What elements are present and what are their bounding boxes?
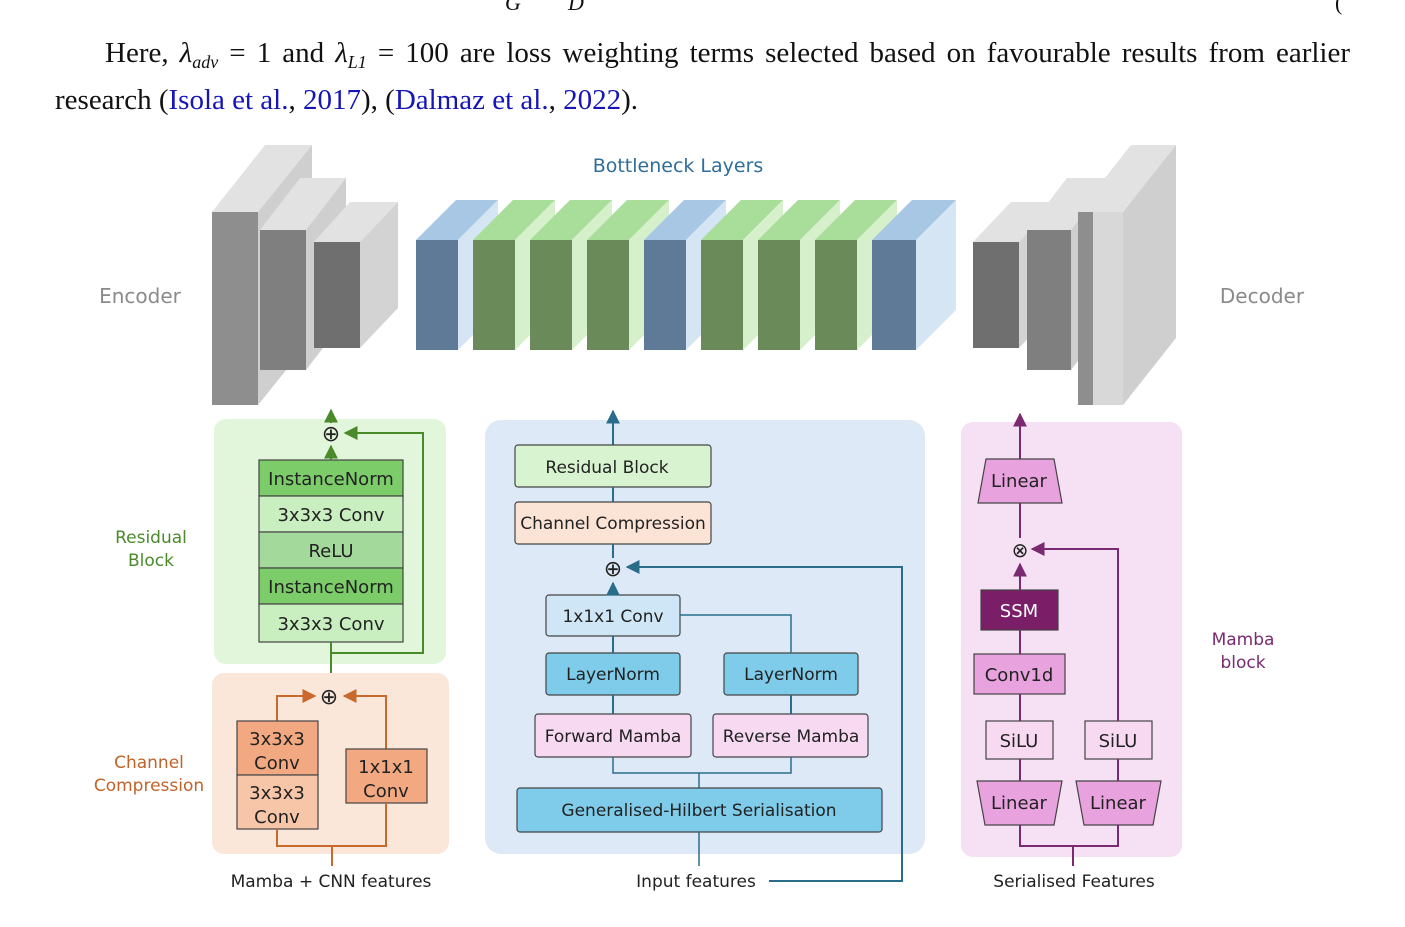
res-layer-label: 3x3x3 Conv (277, 505, 384, 526)
bn-layernorm-right-label: LayerNorm (744, 665, 838, 685)
citation-isola-year[interactable]: 2017 (302, 84, 361, 116)
lambda-l1-subscript: L1 (347, 52, 367, 72)
citation-isola-authors[interactable]: Isola et al. (168, 84, 289, 116)
mamba-silu-left-label: SiLU (1000, 731, 1039, 752)
bn-forward-mamba-label: Forward Mamba (545, 727, 682, 747)
bn-layernorm-left-label: LayerNorm (566, 665, 660, 685)
mamba-linear-left (976, 780, 1063, 826)
mamba-linear-left-label: Linear (991, 793, 1048, 814)
bottleneck-title: Bottleneck Layers (593, 155, 764, 177)
bn-caption: Input features (636, 872, 756, 892)
bn-residual-block-label: Residual Block (545, 458, 668, 478)
mamba-multiply-icon: ⊗ (1012, 538, 1029, 562)
res-layer-label: InstanceNorm (268, 469, 394, 490)
mamba-conv1d (973, 653, 1066, 695)
compression-conv-b-line1: 3x3x3 (249, 783, 305, 804)
mamba-linear-right (1075, 780, 1162, 826)
citation-dalmaz-authors[interactable]: Dalmaz et al. (394, 84, 549, 116)
mamba-ssm (980, 589, 1059, 631)
encoder-label: Encoder (99, 284, 182, 308)
citation-dalmaz-year[interactable]: 2022 (563, 84, 622, 116)
compression-conv-c-line2: Conv (363, 781, 409, 802)
equation-number-fragment: ( (1335, 0, 1343, 15)
mamba-linear-right-label: Linear (1090, 793, 1147, 814)
res-layer-relu (258, 531, 404, 569)
residual-side-label-2: Block (128, 551, 174, 571)
compression-add-icon: ⊕ (320, 685, 338, 710)
bottleneck-layers (416, 200, 956, 350)
mamba-silu-right-label: SiLU (1099, 731, 1138, 752)
bn-serialisation-label: Generalised-Hilbert Serialisation (561, 801, 836, 821)
compression-conv-c-line1: 1x1x1 (358, 757, 414, 778)
compression-caption: Mamba + CNN features (231, 872, 432, 892)
mamba-ssm-label: SSM (1000, 601, 1038, 622)
lambda-l1: λ (335, 37, 348, 69)
bn-conv-1x1-label: 1x1x1 Conv (562, 607, 663, 627)
lambda-adv: λ (179, 37, 193, 69)
lambda-adv-subscript: adv (192, 52, 219, 72)
compression-conv-b (236, 774, 319, 830)
bn-reverse-mamba-label: Reverse Mamba (723, 727, 860, 747)
encoder-layers (212, 145, 398, 405)
mamba-caption: Serialised Features (993, 872, 1155, 892)
compression-conv-a-line1: 3x3x3 (249, 729, 305, 750)
mamba-silu-right (1084, 720, 1153, 760)
mamba-side-label-1: Mamba (1212, 630, 1275, 650)
mamba-side-label-2: block (1220, 653, 1265, 673)
res-layer-conv-1 (258, 495, 404, 533)
mamba-linear-top-label: Linear (991, 471, 1048, 492)
res-layer-instancenorm-1 (258, 459, 404, 497)
res-layer-label: ReLU (308, 541, 353, 562)
body-paragraph: Here, λadv = 1 and λL1 = 100 are loss we… (55, 37, 1350, 116)
compression-conv-b-line2: Conv (254, 807, 300, 828)
mamba-conv1d-label: Conv1d (985, 665, 1054, 686)
compression-conv-a-line2: Conv (254, 753, 300, 774)
decoder-label: Decoder (1220, 284, 1305, 308)
equation-fragment-right: D (568, 0, 584, 15)
equation-fragment-left: G (505, 0, 521, 15)
decoder-layers (973, 145, 1176, 405)
compression-conv-c (345, 748, 428, 804)
res-layer-label: InstanceNorm (268, 577, 394, 598)
compression-side-label-2: Compression (94, 776, 204, 796)
bn-channel-compression-label: Channel Compression (520, 514, 706, 534)
mamba-linear-top (977, 458, 1063, 504)
res-layer-instancenorm-2 (258, 567, 404, 605)
res-layer-label: 3x3x3 Conv (277, 614, 384, 635)
residual-add-icon: ⊕ (322, 422, 340, 447)
residual-side-label-1: Residual (115, 528, 187, 548)
compression-side-label-1: Channel (114, 753, 184, 773)
bn-add-icon: ⊕ (604, 557, 622, 582)
